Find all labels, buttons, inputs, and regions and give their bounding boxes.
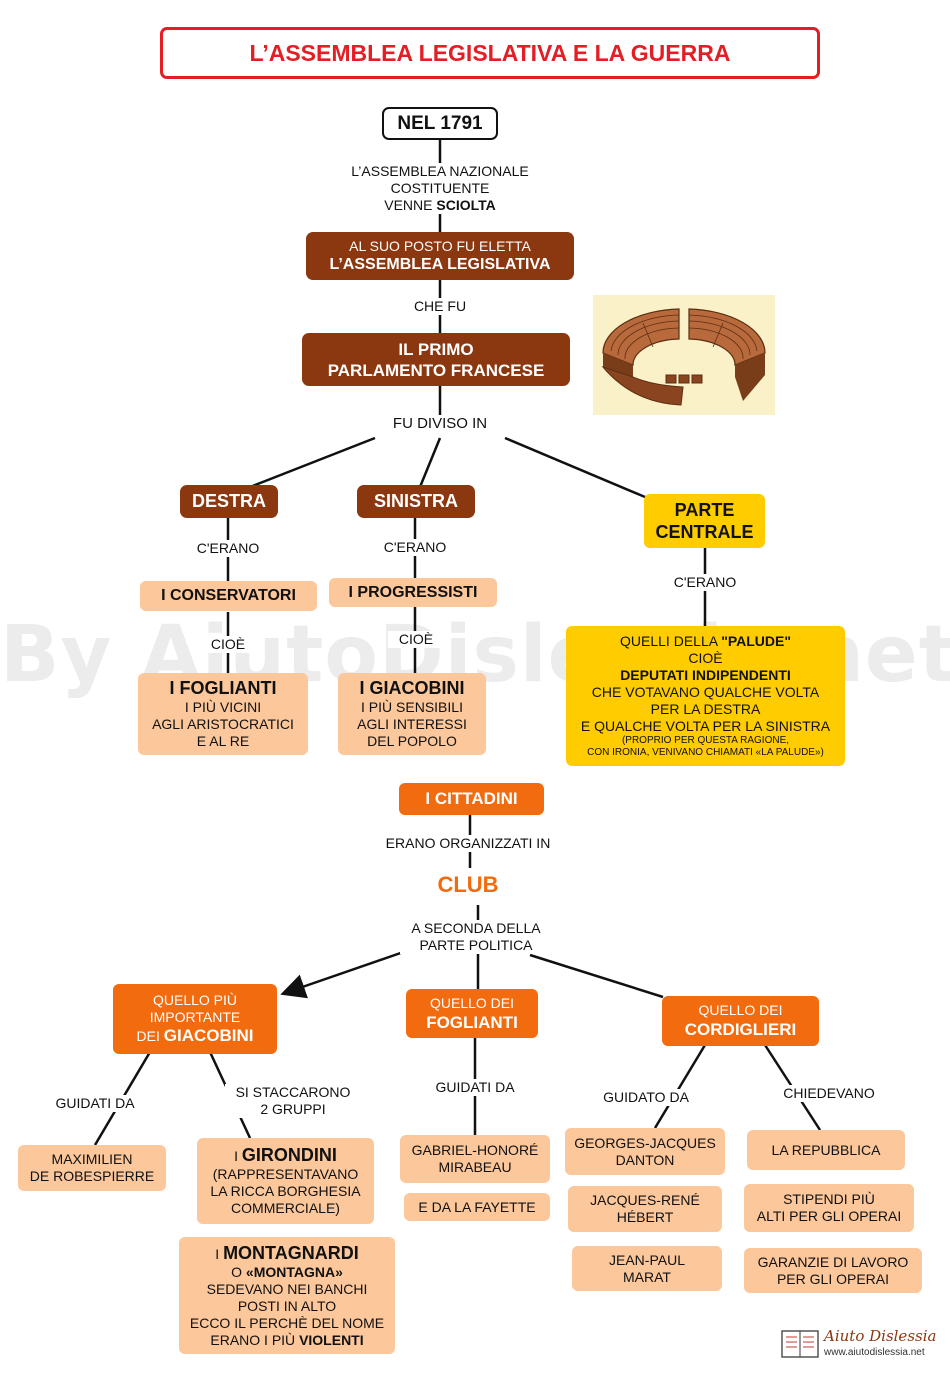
book-icon (781, 1330, 819, 1358)
label-guidati-foglianti: GUIDATI DA (425, 1079, 525, 1096)
label-staccarono: SI STACCARONO 2 GRUPPI (225, 1084, 361, 1118)
conservatori-box: I CONSERVATORI (140, 581, 317, 611)
club-cordiglieri-box: QUELLO DEI CORDIGLIERI (662, 996, 819, 1046)
giacobini-box: I GIACOBINI I PIÙ SENSIBILI AGLI INTERES… (338, 673, 486, 755)
palude-box: QUELLI DELLA "PALUDE" CIOÈ DEPUTATI INDI… (566, 626, 845, 766)
marat-box: JEAN-PAUL MARAT (572, 1246, 722, 1291)
parte-centrale-box: PARTE CENTRALE (644, 494, 765, 548)
hebert-box: JACQUES-RENÉ HÉBERT (568, 1186, 722, 1232)
assemblea-legislativa-box: AL SUO POSTO FU ELETTA L’ASSEMBLEA LEGIS… (306, 232, 574, 280)
club-heading: CLUB (437, 872, 499, 897)
label-chiedevano: CHIEDEVANO (775, 1085, 883, 1102)
label-sciolta: L’ASSEMBLEA NAZIONALE COSTITUENTE VENNE … (340, 163, 540, 214)
la-fayette-box: E DA LA FAYETTE (404, 1193, 550, 1221)
label-cioe-sinistra: CIOÈ (388, 631, 444, 648)
label-diviso: FU DIVISO IN (380, 415, 500, 432)
sinistra-box: SINISTRA (357, 485, 475, 518)
label-cerano-destra: C'ERANO (190, 540, 266, 557)
foglianti-box: I FOGLIANTI I PIÙ VICINI AGLI ARISTOCRAT… (138, 673, 308, 755)
girondini-box: I GIRONDINI (RAPPRESENTAVANO LA RICCA BO… (197, 1138, 374, 1224)
repubblica-box: LA REPUBBLICA (747, 1130, 905, 1170)
danton-box: GEORGES-JACQUES DANTON (565, 1128, 725, 1175)
label-cioe-destra: CIOÈ (200, 636, 256, 653)
garanzie-box: GARANZIE DI LAVORO PER GLI OPERAI (744, 1248, 922, 1293)
label-seconda: A SECONDA DELLA PARTE POLITICA (400, 920, 552, 954)
cittadini-box: I CITTADINI (399, 783, 544, 815)
parliament-illustration (593, 295, 775, 415)
progressisti-box: I PROGRESSISTI (329, 578, 497, 607)
label-guidati-giacobini: GUIDATI DA (45, 1095, 145, 1112)
label-guidato-cordiglieri: GUIDATO DA (593, 1089, 699, 1106)
label-che-fu: CHE FU (405, 298, 475, 315)
stipendi-box: STIPENDI PIÙ ALTI PER GLI OPERAI (744, 1184, 914, 1232)
montagnardi-box: I MONTAGNARDI O «MONTAGNA» SEDEVANO NEI … (179, 1237, 395, 1354)
primo-parlamento-box: IL PRIMO PARLAMENTO FRANCESE (302, 333, 570, 386)
year-box: NEL 1791 (382, 107, 498, 140)
robespierre-box: MAXIMILIEN DE ROBESPIERRE (18, 1145, 166, 1191)
aiuto-dislessia-logo: Aiuto Dislessia www.aiutodislessia.net (780, 1325, 936, 1363)
label-cerano-centrale: C'ERANO (667, 574, 743, 591)
label-cerano-sinistra: C'ERANO (377, 539, 453, 556)
destra-box: DESTRA (180, 485, 278, 518)
club-foglianti-box: QUELLO DEI FOGLIANTI (406, 989, 538, 1038)
page-title: L’ASSEMBLEA LEGISLATIVA E LA GUERRA (160, 27, 820, 79)
mirabeau-box: GABRIEL-HONORÉ MIRABEAU (400, 1135, 550, 1183)
label-organizzati: ERANO ORGANIZZATI IN (370, 835, 566, 852)
club-giacobini-box: QUELLO PIÙ IMPORTANTE DEI GIACOBINI (113, 984, 277, 1054)
